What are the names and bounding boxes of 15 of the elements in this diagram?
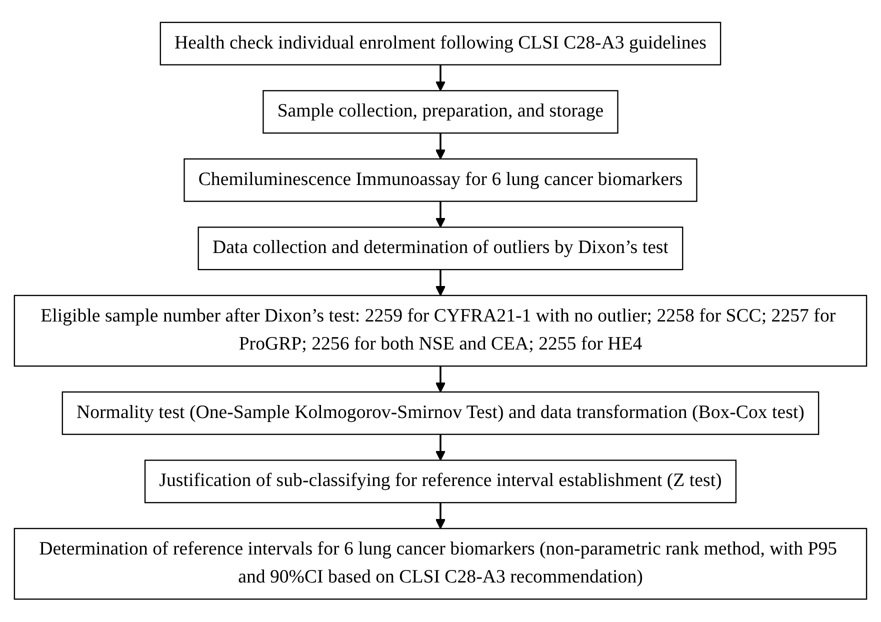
arrow — [435, 366, 446, 393]
node-box: Sample collection, preparation, and storage — [262, 90, 618, 134]
node-box: Eligible sample number after Dixon’s test: 2259 for CYFRA21-1 with no outlier; 2258 for SCC; 2257 for ProGRP; 2256 for both NSE and CEA; 2255 for HE4 — [14, 295, 868, 367]
arrow — [435, 202, 446, 228]
arrow — [435, 502, 446, 530]
arrow — [435, 133, 446, 160]
node-box: Chemiluminescence Immunoassay for 6 lung cancer biomarkers — [184, 158, 698, 202]
node-box: Justification of sub-classifying for reference interval establishment (Z test) — [144, 460, 737, 504]
node-box: Health check individual enrolment following CLSI C28-A3 guidelines — [160, 22, 722, 66]
arrow — [435, 434, 446, 461]
node-box: Determination of reference intervals for 6 lung cancer biomarkers (non-parametric rank method, with P95 and 90%CI based on CLSI C28-A3 recommendation) — [14, 528, 868, 600]
arrow — [435, 270, 446, 296]
arrow — [435, 65, 446, 92]
node-box: Normality test (One-Sample Kolmogorov-Smirnov Test) and data transformation (Box-Cox test) — [62, 392, 820, 436]
node-box: Data collection and determination of outliers by Dixon’s test — [198, 226, 684, 270]
